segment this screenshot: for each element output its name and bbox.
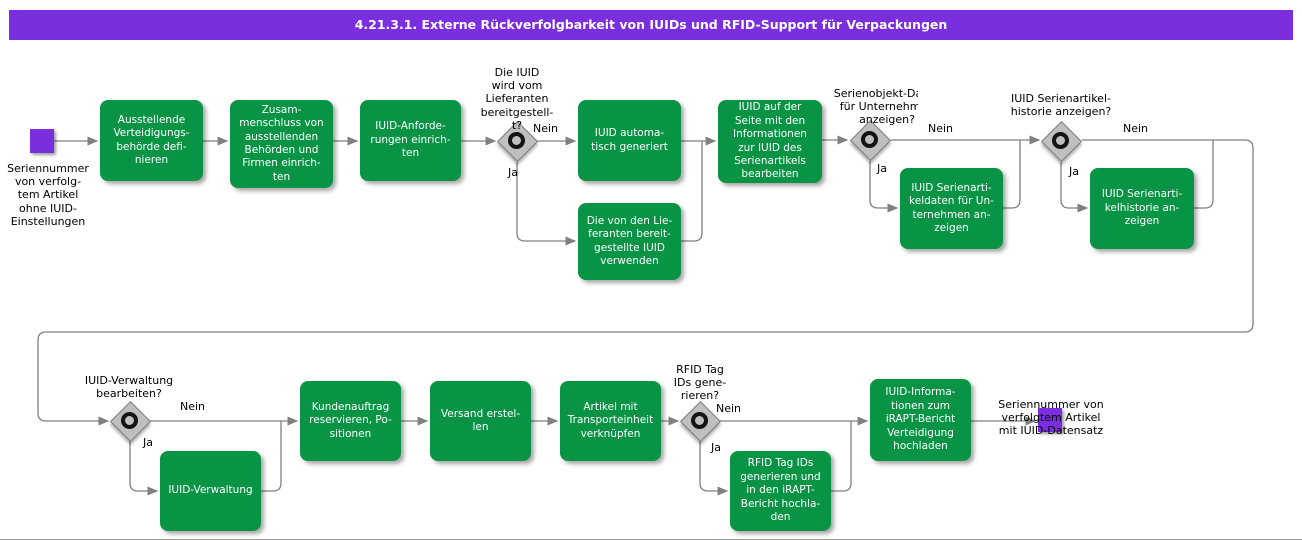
branch-yes-label: Ja [877,162,887,175]
task-edit-iuid-info-page: IUID auf der Seite mit den Informationen… [718,100,822,183]
gateway-circle-icon [508,132,525,149]
branch-no-label: Nein [716,402,742,415]
task-setup-iuid-requirements: IUID-Anforde- rungen einrich- ten [360,100,461,181]
task-define-issuing-authority: Ausstellende Verteidigungs- behörde defi… [100,100,203,181]
task-link-article-transport-unit: Artikel mit Transporteinheit verknüpfen [560,381,661,461]
task-setup-issuing-association: Zusam- menschluss von ausstellenden Behö… [230,100,333,188]
task-generate-rfid-upload: RFID Tag IDs generieren und in den iRAPT… [730,451,831,531]
task-reserve-customer-order: Kundenauftrag reservieren, Po- sitionen [300,381,401,461]
task-show-serial-item-history: IUID Serienarti- kelhistorie an- zeigen [1090,168,1194,249]
task-show-serial-item-data: IUID Serienarti- keldaten für Un- terneh… [900,168,1003,249]
task-iuid-management: IUID-Verwaltung [160,451,261,531]
task-upload-iuid-info-irapt: IUID-Informa- tionen zum iRAPT-Bericht V… [870,379,971,461]
task-use-supplier-iuid: Die von den Lie- feranten bereit- gestel… [578,203,681,280]
branch-no-label: Nein [1123,122,1149,135]
task-create-shipment: Versand erstel- len [430,381,531,461]
task-iuid-auto-generated: IUID automa- tisch generiert [578,100,681,181]
question-show-serial-history: IUID Serienartikel- historie anzeigen? [1010,92,1112,119]
gateway-circle-icon [121,412,138,429]
branch-no-label: Nein [180,400,206,413]
gateway-circle-icon [1052,132,1069,149]
branch-no-label: Nein [928,122,954,135]
gateway-circle-icon [861,131,878,148]
diagram-title: 4.21.3.1. Externe Rückverfolgbarkeit von… [354,17,948,32]
question-text: Serienobjekt-Daten für Unternehmen anzei… [833,87,918,127]
start-event-label: Seriennummer von verfolg- tem Artikel oh… [7,162,89,228]
question-generate-rfid-tags: RFID Tag IDs gene- rieren? [673,363,727,403]
end-event-label: Seriennummer von verfolgtem Artikel mit … [998,398,1104,438]
end-event-node [1038,408,1062,432]
question-edit-iuid-management: IUID-Verwaltung bearbeiten? [84,374,174,401]
branch-yes-label: Ja [143,436,153,449]
question-supplier-provided: Die IUID wird vom Lieferanten bereitgest… [480,66,554,132]
question-show-serial-object-data: Serienobjekt-Daten für Unternehmen anzei… [828,87,918,129]
start-event-node [30,129,54,153]
branch-yes-label: Ja [711,441,721,454]
branch-yes-label: Ja [1069,165,1079,178]
title-bar: 4.21.3.1. Externe Rückverfolgbarkeit von… [9,10,1293,40]
branch-yes-label: Ja [508,166,518,179]
gateway-circle-icon [691,412,708,429]
branch-no-label: Nein [533,122,559,135]
